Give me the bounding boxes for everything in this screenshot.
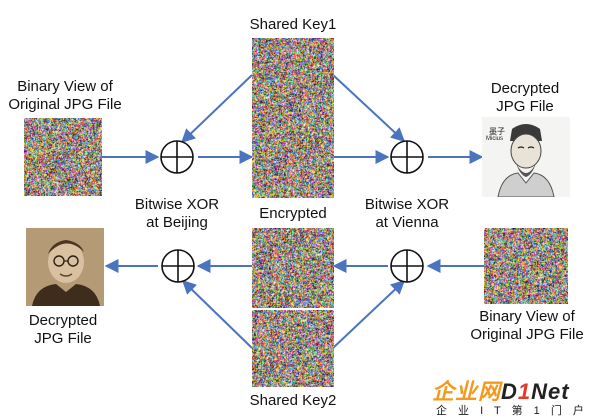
- xor-symbol-vienna-top: [390, 140, 424, 174]
- decrypted-portrait-sepia: [26, 228, 104, 306]
- binary-view-noise-image-right: [484, 228, 568, 304]
- watermark-brand: 企业网D1Net: [432, 379, 570, 404]
- xor-symbol-vienna-bottom: [390, 249, 424, 283]
- micius-caption-chinese: 墨子: [489, 127, 505, 136]
- arrow-key1-to-xor-beijing: [180, 74, 253, 143]
- label-binary-view-left-line2: Original JPG File: [8, 96, 122, 113]
- arrow-key2-to-xor-vienna: [332, 280, 406, 349]
- binary-view-noise-image-left: [24, 118, 102, 196]
- label-xor-beijing-line2: at Beijing: [146, 214, 208, 231]
- label-shared-key1: Shared Key1: [249, 16, 337, 33]
- xor-symbol-beijing-bottom: [161, 249, 195, 283]
- watermark-logo: 企业网D1Net 企 业 I T 第 1 门 户: [420, 372, 600, 419]
- label-shared-key2: Shared Key2: [249, 392, 337, 409]
- encrypted-noise-image-bottom: [252, 228, 334, 308]
- label-binary-view-left-line1: Binary View of: [17, 78, 113, 95]
- label-xor-beijing-line1: Bitwise XOR: [134, 196, 220, 213]
- shared-key1-noise-image: [252, 38, 334, 118]
- label-decrypted-left-line1: Decrypted: [28, 312, 98, 329]
- label-decrypted-left-line2: JPG File: [34, 330, 92, 347]
- decrypted-portrait-micius: 墨子 Micius: [482, 117, 570, 197]
- watermark-subtitle: 企 业 I T 第 1 门 户: [436, 405, 588, 417]
- shared-key2-noise-image: [252, 310, 334, 387]
- label-xor-vienna-line2: at Vienna: [375, 214, 439, 231]
- sepia-portrait-drawing: [26, 228, 104, 306]
- label-decrypted-right-line1: Decrypted: [490, 80, 560, 97]
- arrow-key2-to-xor-beijing: [181, 280, 253, 349]
- micius-drawing: [482, 117, 570, 197]
- label-xor-vienna-line1: Bitwise XOR: [364, 196, 450, 213]
- micius-caption-latin: Micius: [486, 136, 504, 142]
- label-decrypted-right-line2: JPG File: [496, 98, 554, 115]
- xor-symbol-beijing-top: [160, 140, 194, 174]
- encrypted-noise-image-top: [252, 118, 334, 198]
- label-encrypted: Encrypted: [259, 205, 327, 222]
- arrow-key1-to-xor-vienna: [332, 74, 406, 142]
- label-binary-view-right-line1: Binary View of: [479, 308, 575, 325]
- label-binary-view-right-line2: Original JPG File: [470, 326, 584, 343]
